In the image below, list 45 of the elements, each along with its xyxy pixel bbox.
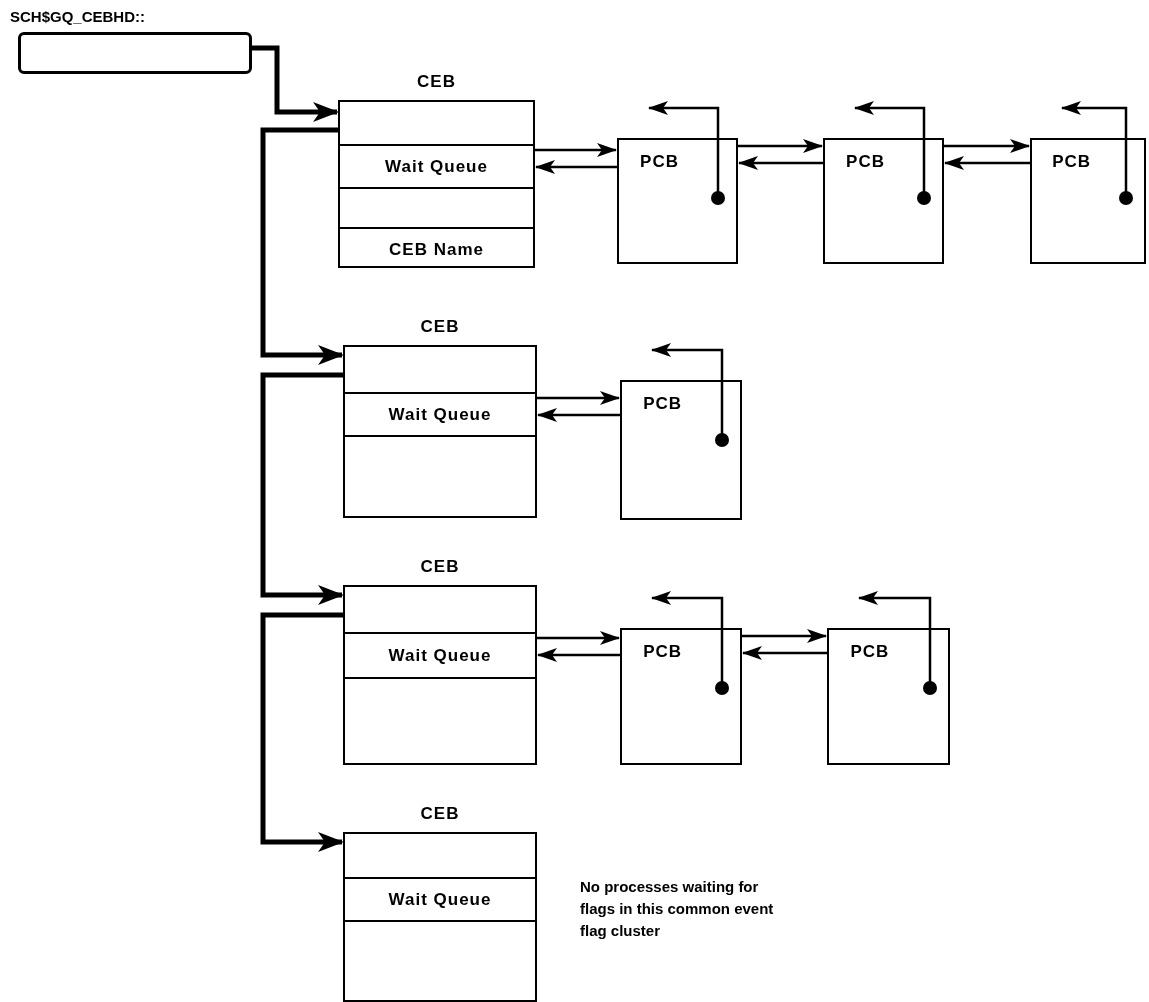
queue-arrow: [535, 160, 617, 174]
control-block: [620, 380, 742, 520]
queue-arrow: [537, 391, 620, 405]
link-arrow: [260, 612, 344, 852]
pointer-arrow: [648, 101, 725, 205]
queue-arrow: [537, 631, 620, 645]
queue-arrow: [738, 139, 823, 153]
block-heading: PCB: [850, 642, 890, 662]
queue-arrow: [742, 629, 827, 643]
field-name: SCH$GQ_CEBHD::: [10, 8, 145, 25]
block-heading: CEB: [420, 317, 460, 337]
pointer-arrow: [651, 591, 729, 695]
control-block: [1030, 138, 1146, 264]
record-field: Wait Queue: [345, 877, 535, 920]
control-block: [620, 628, 742, 765]
queue-arrow: [738, 156, 823, 170]
record-field: Wait Queue: [345, 392, 535, 435]
block-heading: PCB: [846, 152, 885, 172]
queue-arrow: [944, 139, 1030, 153]
pointer-arrow: [1061, 101, 1133, 205]
control-block: [617, 138, 738, 264]
control-block: [827, 628, 950, 765]
block-heading: PCB: [640, 152, 679, 172]
link-arrow: [260, 372, 344, 605]
record-field: CEB Name: [340, 227, 533, 270]
pointer-arrow: [858, 591, 937, 695]
queue-arrow: [537, 408, 620, 422]
block-heading: PCB: [1052, 152, 1092, 172]
block-heading: PCB: [643, 642, 683, 662]
queue-arrow: [535, 143, 617, 157]
pointer-arrow: [651, 343, 729, 447]
block-heading: PCB: [643, 394, 683, 414]
block-heading: CEB: [420, 557, 460, 577]
note: No processes waiting for flags in this common event flag cluster: [580, 877, 775, 941]
queue-arrow: [944, 156, 1030, 170]
queue-arrow: [742, 646, 827, 660]
block-heading: CEB: [417, 72, 456, 92]
queue-arrow: [537, 648, 620, 662]
control-block: [823, 138, 944, 264]
link-arrow: [252, 45, 339, 122]
record-field: Wait Queue: [345, 632, 535, 677]
record-field: Wait Queue: [340, 144, 533, 187]
link-arrow: [260, 127, 344, 365]
pointer-arrow: [854, 101, 931, 205]
block-heading: CEB: [420, 804, 460, 824]
